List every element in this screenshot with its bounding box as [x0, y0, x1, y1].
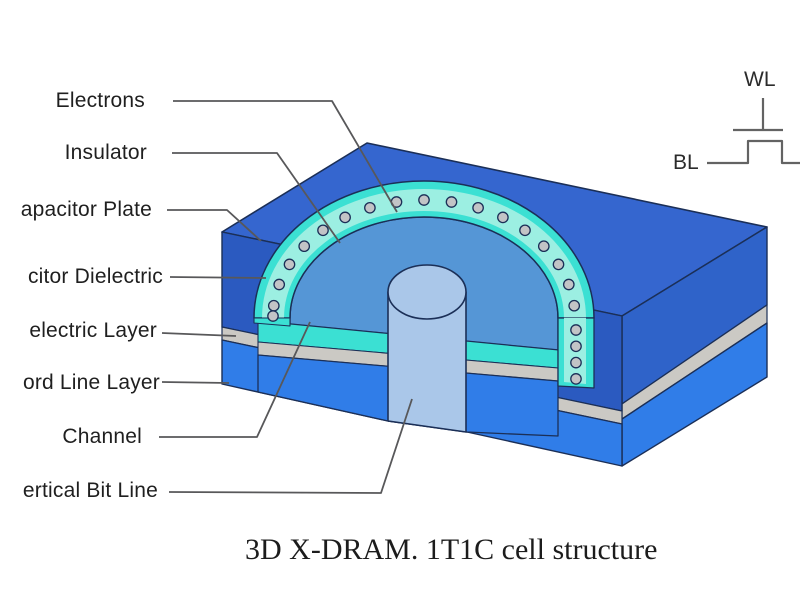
word-line-layer-leader-line [161, 381, 230, 384]
electron-dot [570, 373, 582, 385]
electron-dot [283, 258, 296, 271]
electron-dot [273, 278, 286, 291]
label-vertical-bit-line: ertical Bit Line [22, 479, 158, 502]
electron-dot [570, 340, 582, 353]
label-channel: Channel [62, 425, 142, 448]
electron-dot [568, 299, 581, 312]
capacitor-plate-leader-line [167, 209, 262, 242]
electron-dot [298, 240, 311, 253]
electron-dot [472, 201, 484, 214]
electron-dot [445, 196, 458, 208]
electron-dot [267, 299, 280, 312]
electron-dot [364, 201, 376, 214]
transistor-gate-symbol [733, 98, 783, 132]
electron-dot [497, 211, 509, 224]
label-capacitor-dielectric: citor Dielectric [27, 265, 163, 288]
label-electrons: Electrons [55, 89, 145, 112]
channel-leader-line [159, 321, 311, 438]
label-word-line-wl: WL [744, 68, 776, 91]
electron-dot [537, 240, 550, 253]
label-capacitor-plate: apacitor Plate [20, 198, 152, 221]
vertical-bit-line-leader-line [168, 398, 413, 494]
bit-line-column-cap [387, 264, 467, 320]
electron-dot [418, 194, 430, 206]
label-bit-line-bl: BL [673, 151, 699, 174]
electron-dot [562, 278, 575, 291]
figure-caption: 3D X-DRAM. 1T1C cell structure [245, 533, 658, 566]
electron-dot [267, 310, 279, 322]
electron-dots [267, 194, 582, 385]
electron-dot [339, 211, 351, 224]
label-word-line-layer: ord Line Layer [22, 371, 160, 394]
capacitor-dielectric-leader-line [169, 276, 267, 279]
insulator-leader-line [172, 152, 341, 244]
electron-dot [552, 258, 565, 271]
electron-dot [570, 324, 582, 336]
electron-dot [570, 356, 582, 369]
transistor-channel-wire [707, 139, 800, 165]
electron-dot [519, 224, 531, 237]
label-insulator: Insulator [64, 141, 147, 164]
dielectric-layer-leader-line [161, 332, 237, 337]
electron-dot [317, 224, 329, 237]
electrons-leader-line [173, 100, 398, 213]
label-dielectric-layer: electric Layer [29, 319, 157, 342]
